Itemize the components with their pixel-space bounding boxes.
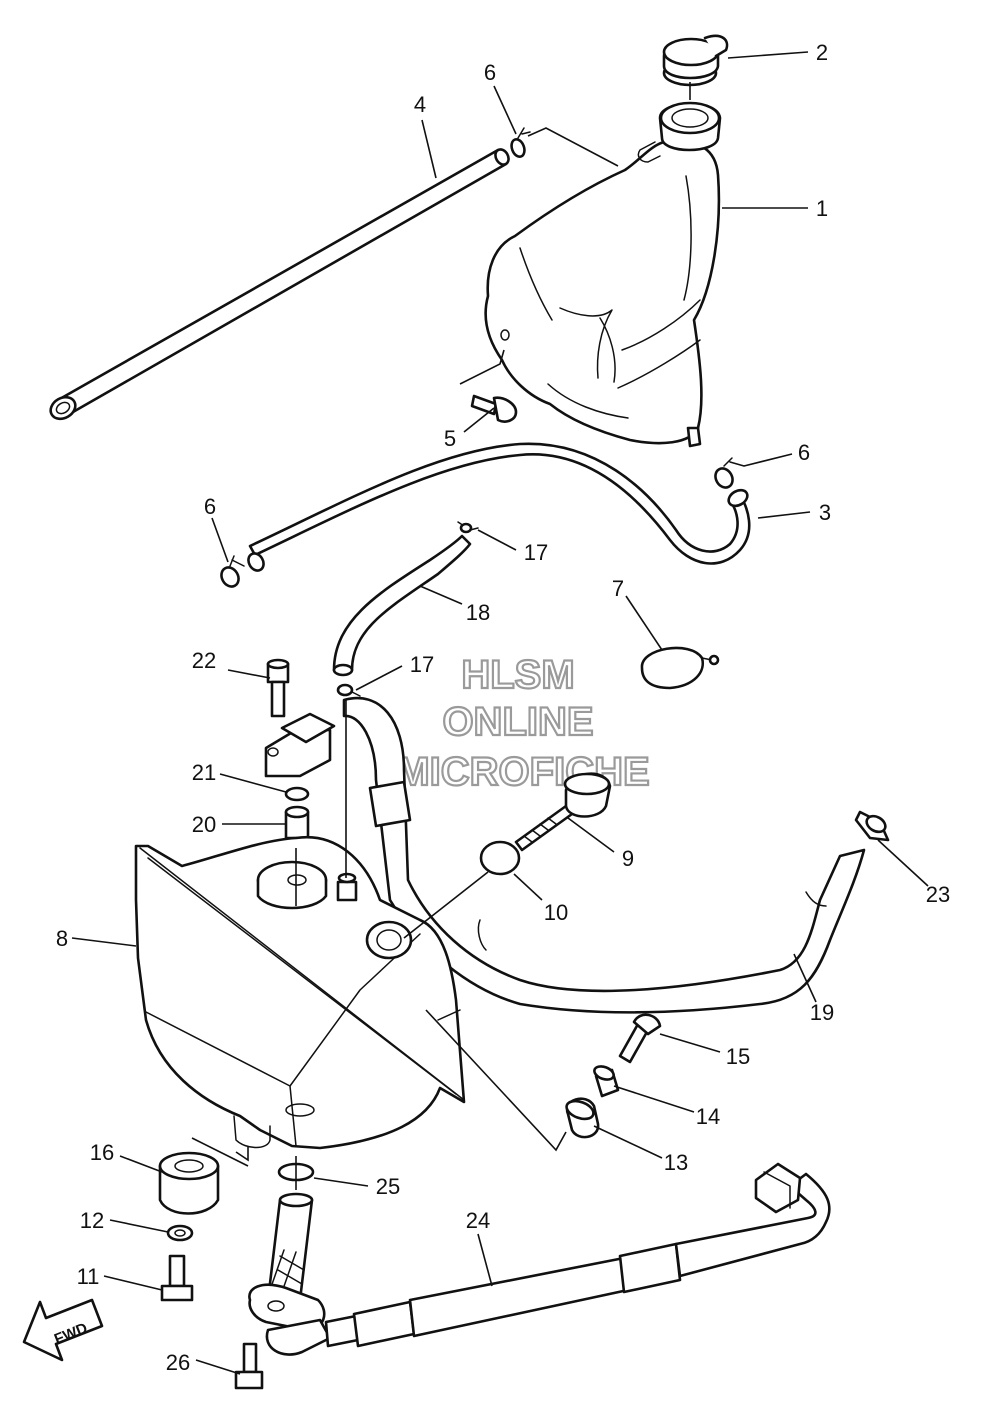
part-oring-10 [479, 840, 521, 876]
callout-10: 10 [544, 900, 568, 925]
part-hose-clamp-23 [854, 810, 890, 842]
callout-18: 18 [466, 600, 490, 625]
callout-24: 24 [466, 1208, 490, 1233]
leader-lines [71, 51, 929, 1375]
part-bolt-22 [266, 658, 290, 718]
part-oring-21 [284, 786, 310, 802]
callout-19: 19 [810, 1000, 834, 1025]
part-clip-left [220, 555, 245, 588]
callout-13: 13 [664, 1150, 688, 1175]
part-breather-hose-18 [332, 534, 472, 677]
watermark-line-2: ONLINE [442, 700, 593, 744]
callout-labels: 1 2 3 4 5 6 6 6 7 8 9 10 11 12 13 14 15 … [56, 40, 950, 1375]
callout-2: 2 [816, 40, 828, 65]
part-washer-12 [166, 1224, 194, 1242]
callout-1: 1 [816, 196, 828, 221]
part-bolt-15 [618, 1013, 662, 1064]
callout-4: 4 [414, 92, 426, 117]
callout-26: 26 [166, 1350, 190, 1375]
callout-22: 22 [192, 648, 216, 673]
callout-3: 3 [819, 500, 831, 525]
callout-21: 21 [192, 760, 216, 785]
fwd-arrow-icon: FWD [22, 1298, 104, 1362]
part-bolt-5 [470, 394, 518, 423]
part-clip-17-lower [336, 683, 361, 697]
part-strainer [266, 1192, 314, 1302]
watermark: HLSM ONLINE MICROFICHE [395, 652, 651, 795]
callout-6-top: 6 [484, 60, 496, 85]
callout-17-lower: 17 [410, 652, 434, 677]
part-supply-hose-24 [248, 1162, 831, 1356]
part-clamp-7 [640, 646, 720, 690]
part-breather-pipe [49, 148, 510, 421]
part-reservoir-tank [484, 101, 722, 448]
callout-6-right: 6 [798, 440, 810, 465]
callout-6-left: 6 [204, 494, 216, 519]
callout-16: 16 [90, 1140, 114, 1165]
part-oil-hose-19 [342, 696, 866, 1014]
part-dipstick [514, 772, 612, 852]
callout-9: 9 [622, 846, 634, 871]
part-clip-right [714, 457, 745, 489]
part-oil-tank [134, 835, 466, 1150]
part-filler-cap [662, 34, 729, 87]
part-grommet-13 [565, 1097, 600, 1139]
part-return-hose [247, 442, 751, 572]
watermark-line-1: HLSM [461, 653, 574, 697]
callout-8: 8 [56, 926, 68, 951]
callout-23: 23 [926, 882, 950, 907]
callout-7: 7 [612, 576, 624, 601]
callout-12: 12 [80, 1208, 104, 1233]
callout-17-upper: 17 [524, 540, 548, 565]
part-collar-20 [284, 805, 310, 840]
watermark-line-3: MICROFICHE [396, 750, 649, 794]
part-bracket [264, 712, 336, 778]
part-clip-upper [510, 127, 531, 159]
callout-15: 15 [726, 1044, 750, 1069]
part-damper-16 [158, 1151, 220, 1215]
part-collar-14 [593, 1065, 620, 1098]
callout-25: 25 [376, 1174, 400, 1199]
part-clip-17-upper [457, 521, 479, 534]
callout-20: 20 [192, 812, 216, 837]
callout-14: 14 [696, 1104, 720, 1129]
part-bolt-26 [234, 1342, 264, 1390]
callout-11: 11 [77, 1264, 100, 1289]
part-bolt-11 [160, 1254, 194, 1302]
callout-5: 5 [444, 426, 456, 451]
